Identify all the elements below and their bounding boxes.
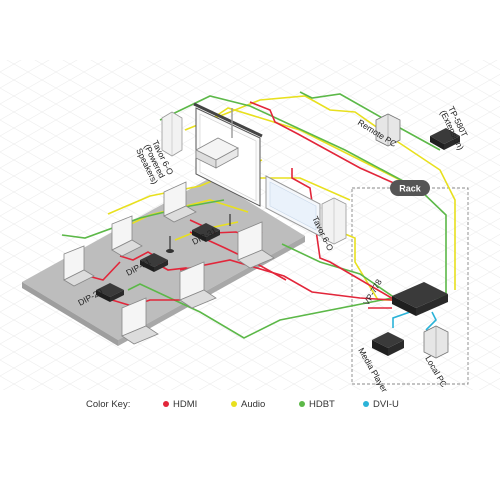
rack-badge: Rack bbox=[390, 180, 430, 196]
key-label-hdbt: HDBT bbox=[309, 399, 335, 410]
remote-pc bbox=[375, 113, 401, 147]
key-item-audio: Audio bbox=[231, 399, 265, 410]
rack-label: Rack bbox=[399, 184, 422, 194]
key-label-hdmi: HDMI bbox=[173, 399, 197, 410]
laptops bbox=[63, 181, 275, 345]
key-label-dvi: DVI-U bbox=[373, 399, 399, 410]
room-floor-edge bbox=[22, 282, 118, 346]
local-pc bbox=[423, 325, 449, 359]
tp580t-device bbox=[430, 128, 460, 150]
speaker-left bbox=[161, 111, 183, 157]
speaker-right bbox=[321, 197, 347, 245]
dvi-cables bbox=[392, 311, 437, 331]
key-item-hdmi: HDMI bbox=[163, 399, 197, 410]
dvi-dot bbox=[363, 401, 369, 407]
color-key: Color Key: HDMI Audio HDBT DVI-U bbox=[86, 399, 399, 410]
key-label-audio: Audio bbox=[241, 399, 265, 410]
hdbt-cables bbox=[61, 91, 447, 339]
interactive-display bbox=[265, 175, 321, 237]
color-key-title: Color Key: bbox=[86, 399, 130, 410]
hdmi-dot bbox=[163, 401, 169, 407]
key-item-dvi: DVI-U bbox=[363, 399, 399, 410]
key-item-hdbt: HDBT bbox=[299, 399, 335, 410]
dip-units bbox=[96, 214, 231, 302]
hdbt-dot bbox=[299, 401, 305, 407]
projector bbox=[195, 108, 239, 169]
vp778-device bbox=[392, 282, 448, 316]
media-player bbox=[372, 332, 404, 356]
audio-dot bbox=[231, 401, 237, 407]
